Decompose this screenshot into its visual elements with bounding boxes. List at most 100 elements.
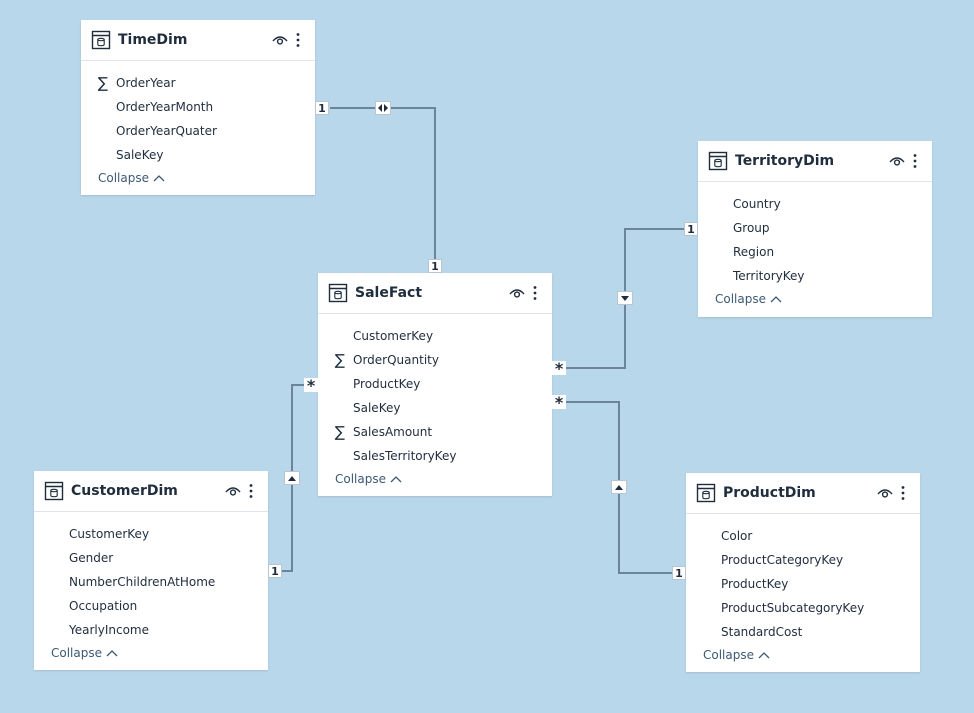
cardinality-one-badge: 1	[428, 259, 442, 273]
filter-direction-up-icon[interactable]	[284, 471, 300, 485]
chevron-up-icon	[390, 476, 402, 483]
table-card-territorydim[interactable]: TerritoryDim Country Group Region Territ…	[698, 141, 932, 317]
field-list: CustomerKey Gender NumberChildrenAtHome …	[34, 512, 268, 642]
field-item[interactable]: SaleKey	[318, 396, 552, 420]
field-item[interactable]: CustomerKey	[34, 522, 268, 546]
cardinality-one-badge: 1	[672, 566, 686, 580]
collapse-button[interactable]: Collapse	[335, 472, 402, 486]
chevron-up-icon	[758, 652, 770, 659]
field-name: OrderQuantity	[353, 353, 439, 367]
field-name: ProductKey	[353, 377, 421, 391]
sigma-icon: ∑	[334, 423, 345, 441]
chevron-up-icon	[106, 650, 118, 657]
table-header[interactable]: ProductDim	[686, 473, 920, 514]
field-item[interactable]: TerritoryKey	[698, 264, 932, 288]
field-name: Region	[733, 245, 775, 259]
eye-icon[interactable]	[271, 31, 289, 49]
eye-icon[interactable]	[876, 484, 894, 502]
cardinality-many-badge: *	[304, 376, 318, 395]
field-name: Color	[721, 529, 753, 543]
filter-direction-down-icon[interactable]	[617, 291, 633, 305]
bidirectional-filter-icon[interactable]	[375, 101, 391, 115]
field-name: ProductSubcategoryKey	[721, 601, 865, 615]
collapse-button[interactable]: Collapse	[715, 292, 782, 306]
table-icon	[91, 30, 111, 50]
table-title: CustomerDim	[71, 483, 178, 499]
field-item[interactable]: SaleKey	[81, 143, 315, 167]
more-options-icon[interactable]	[894, 484, 912, 502]
field-name: StandardCost	[721, 625, 803, 639]
field-item[interactable]: ProductKey	[318, 372, 552, 396]
table-header[interactable]: SaleFact	[318, 273, 552, 314]
cardinality-one-badge: 1	[315, 101, 329, 115]
field-item[interactable]: ∑OrderYear	[81, 71, 315, 95]
cardinality-one-badge: 1	[684, 222, 698, 236]
table-title: TimeDim	[118, 32, 188, 48]
table-icon	[696, 483, 716, 503]
field-item[interactable]: YearlyIncome	[34, 618, 268, 642]
table-card-salefact[interactable]: SaleFact CustomerKey ∑ OrderQuantity Prod…	[318, 273, 552, 496]
table-title: SaleFact	[355, 285, 423, 301]
field-item[interactable]: ∑SalesAmount	[318, 420, 552, 444]
field-item[interactable]: Region	[698, 240, 932, 264]
more-options-icon[interactable]	[242, 482, 260, 500]
eye-icon[interactable]	[888, 152, 906, 170]
field-item[interactable]: Country	[698, 192, 932, 216]
eye-icon[interactable]	[224, 482, 242, 500]
cardinality-many-badge: *	[552, 359, 566, 378]
collapse-label: Collapse	[51, 646, 102, 660]
field-name: YearlyIncome	[69, 623, 149, 637]
field-list: CustomerKey ∑ OrderQuantity ProductKey Sa…	[318, 314, 552, 468]
field-item[interactable]: ProductCategoryKey	[686, 548, 920, 572]
table-header[interactable]: TerritoryDim	[698, 141, 932, 182]
table-icon	[44, 481, 64, 501]
collapse-button[interactable]: Collapse	[51, 646, 118, 660]
relationship-line-time-sale[interactable]	[330, 107, 436, 273]
table-card-productdim[interactable]: ProductDim Color ProductCategoryKey Prod…	[686, 473, 920, 672]
field-name: Group	[733, 221, 770, 235]
field-item[interactable]: SalesTerritoryKey	[318, 444, 552, 468]
collapse-label: Collapse	[98, 171, 149, 185]
field-name: OrderYearMonth	[116, 100, 214, 114]
field-name: TerritoryKey	[733, 269, 805, 283]
field-list: Color ProductCategoryKey ProductKey Prod…	[686, 514, 920, 644]
field-list: ∑OrderYear OrderYearMonth OrderYearQuate…	[81, 61, 315, 167]
sigma-icon: ∑	[97, 74, 108, 92]
field-item[interactable]: ProductSubcategoryKey	[686, 596, 920, 620]
table-title: ProductDim	[723, 485, 816, 501]
more-options-icon[interactable]	[526, 284, 544, 302]
cardinality-many-badge: *	[552, 393, 566, 412]
field-name: ProductKey	[721, 577, 789, 591]
filter-direction-up-icon[interactable]	[611, 480, 627, 494]
sigma-icon: ∑	[334, 351, 345, 369]
field-name: NumberChildrenAtHome	[69, 575, 216, 589]
field-item[interactable]: OrderYearQuater	[81, 119, 315, 143]
chevron-up-icon	[153, 175, 165, 182]
more-options-icon[interactable]	[289, 31, 307, 49]
field-name: SalesTerritoryKey	[353, 449, 457, 463]
field-item[interactable]: StandardCost	[686, 620, 920, 644]
field-item[interactable]: ∑ OrderQuantity	[318, 348, 552, 372]
field-item[interactable]: Gender	[34, 546, 268, 570]
eye-icon[interactable]	[508, 284, 526, 302]
more-options-icon[interactable]	[906, 152, 924, 170]
table-header[interactable]: TimeDim	[81, 20, 315, 61]
field-name: SaleKey	[116, 148, 164, 162]
field-item[interactable]: NumberChildrenAtHome	[34, 570, 268, 594]
table-icon	[328, 283, 348, 303]
field-item[interactable]: Occupation	[34, 594, 268, 618]
field-item[interactable]: Color	[686, 524, 920, 548]
table-icon	[708, 151, 728, 171]
collapse-label: Collapse	[703, 648, 754, 662]
collapse-button[interactable]: Collapse	[98, 171, 165, 185]
field-item[interactable]: OrderYearMonth	[81, 95, 315, 119]
collapse-button[interactable]: Collapse	[703, 648, 770, 662]
field-item[interactable]: Group	[698, 216, 932, 240]
field-name: CustomerKey	[353, 329, 434, 343]
field-item[interactable]: CustomerKey	[318, 324, 552, 348]
field-name: OrderYearQuater	[116, 124, 217, 138]
field-item[interactable]: ProductKey	[686, 572, 920, 596]
table-card-customerdim[interactable]: CustomerDim CustomerKey Gender NumberChi…	[34, 471, 268, 670]
table-card-timedim[interactable]: TimeDim ∑OrderYear OrderYearMonth OrderY…	[81, 20, 315, 195]
table-header[interactable]: CustomerDim	[34, 471, 268, 512]
